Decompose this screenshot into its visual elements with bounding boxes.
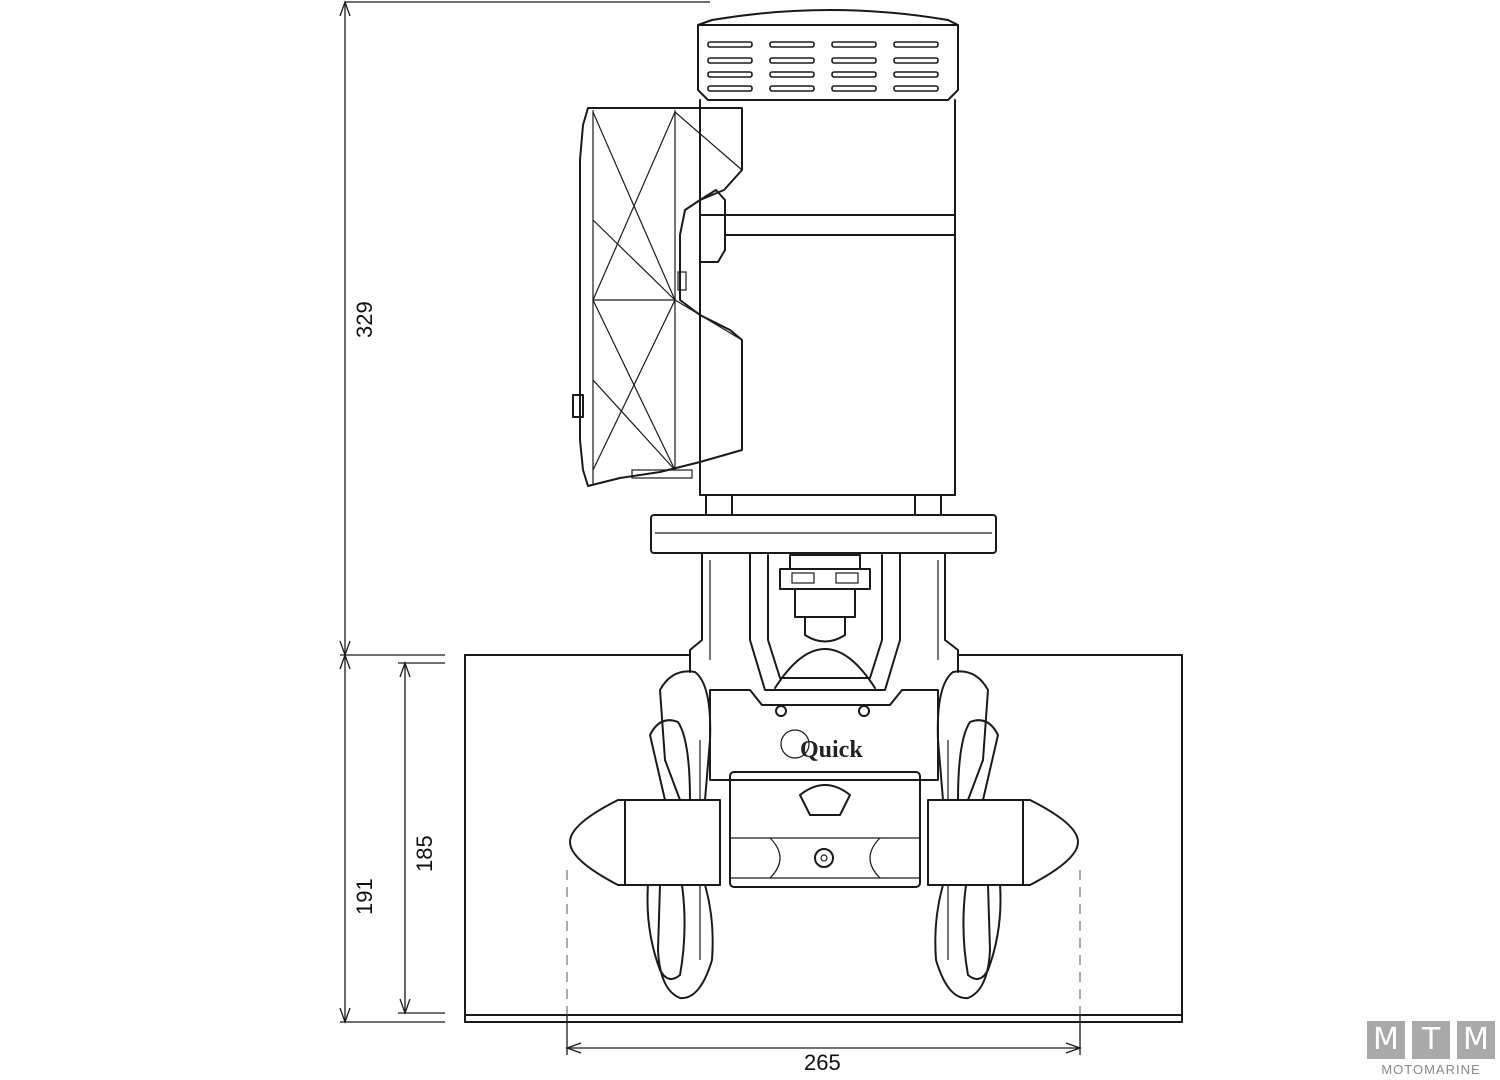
motomarine-watermark-logo: M T M MOTOMARINE	[1367, 1018, 1495, 1080]
dim-185-label: 185	[412, 835, 437, 872]
dim-191-label: 191	[352, 878, 377, 915]
dimension-total-height	[339, 0, 710, 657]
motor-body	[699, 99, 956, 496]
dim-265-label: 265	[804, 1050, 841, 1075]
logo-subtitle: MOTOMARINE	[1381, 1062, 1481, 1077]
dimension-tunnel-outer	[339, 653, 445, 1024]
control-box	[572, 107, 743, 487]
motor-cap	[697, 9, 959, 101]
logo-letter-m2: M	[1457, 1021, 1495, 1059]
logo-letter-t: T	[1412, 1021, 1450, 1059]
gear-body: Quick	[709, 689, 939, 888]
left-propeller	[569, 670, 721, 1000]
dimension-tunnel-inner	[398, 661, 445, 1015]
dimension-propeller-span	[565, 1015, 1082, 1055]
mounting-flange	[650, 494, 997, 554]
motor-vent-slots	[707, 41, 939, 92]
right-propeller	[927, 670, 1079, 1000]
dim-329-label: 329	[352, 301, 377, 338]
brand-label: Quick	[800, 737, 863, 763]
tunnel-tube	[464, 654, 1183, 1023]
gear-leg	[689, 552, 959, 691]
logo-letter-m1: M	[1367, 1021, 1405, 1059]
